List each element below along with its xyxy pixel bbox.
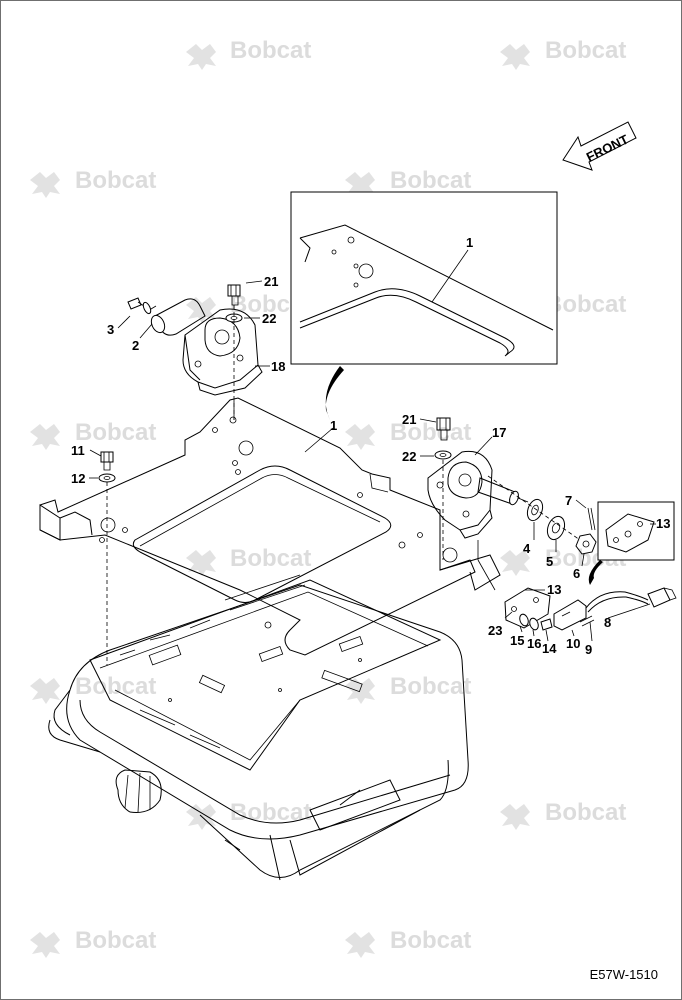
- callout-13-top: 13: [656, 516, 670, 531]
- callout-1-plate: 1: [330, 418, 337, 433]
- watermark-text: Bobcat: [545, 291, 626, 318]
- callout-6: 6: [573, 566, 580, 581]
- watermark-text: Bobcat: [230, 799, 311, 826]
- front-arrow: FRONT: [562, 121, 637, 171]
- callout-14: 14: [542, 641, 557, 656]
- callout-8: 8: [604, 615, 611, 630]
- callout-17: 17: [492, 425, 506, 440]
- left-bolt-stack: [98, 451, 116, 665]
- callout-21-right: 21: [402, 412, 416, 427]
- callout-11: 11: [71, 443, 85, 458]
- watermark-text: Bobcat: [390, 167, 471, 194]
- front-label: FRONT: [584, 132, 631, 165]
- watermark-text: Bobcat: [230, 545, 311, 572]
- watermark-text: Bobcat: [390, 673, 471, 700]
- watermark-text: Bobcat: [75, 167, 156, 194]
- callout-23: 23: [488, 623, 502, 638]
- callout-18: 18: [271, 359, 285, 374]
- watermark-text: Bobcat: [75, 419, 156, 446]
- watermark-text: Bobcat: [75, 927, 156, 954]
- watermark-text: Bobcat: [390, 419, 471, 446]
- callout-13-mid: 13: [547, 582, 561, 597]
- watermark-layer: Bobcat Bobcat Bobcat Bobcat Bobcat Bobca…: [30, 37, 626, 958]
- callout-21-left: 21: [264, 274, 278, 289]
- inset-detail: 1: [290, 191, 558, 365]
- inset-pointer-arrow: [325, 366, 344, 420]
- watermark-text: Bobcat: [390, 927, 471, 954]
- watermark-text: Bobcat: [545, 37, 626, 64]
- callout-10: 10: [566, 636, 580, 651]
- switch-assembly: [504, 501, 677, 631]
- callout-2: 2: [132, 338, 139, 353]
- callout-9: 9: [585, 642, 592, 657]
- right-pivot-bracket: [427, 417, 597, 591]
- callout-5: 5: [546, 554, 553, 569]
- reference-code: E57W-1510: [589, 967, 658, 982]
- callout-1-inset: 1: [466, 235, 473, 250]
- callout-7: 7: [565, 493, 572, 508]
- left-pivot-bracket: [127, 284, 263, 420]
- mounting-plate: 1: [39, 397, 501, 656]
- callout-22-right: 22: [402, 449, 416, 464]
- callouts-right: 21 22 17 7 4 5 6 13 13 8 23 15 16 14 10 …: [402, 412, 670, 657]
- callout-12: 12: [71, 471, 85, 486]
- callout-4: 4: [523, 541, 531, 556]
- seat-assembly: [48, 574, 469, 881]
- watermark-text: Bobcat: [75, 673, 156, 700]
- watermark-text: Bobcat: [230, 37, 311, 64]
- callouts-left: 3 2 21 22 18 11 12: [71, 274, 285, 486]
- callout-22-left: 22: [262, 311, 276, 326]
- callout-16: 16: [527, 636, 541, 651]
- callout-15: 15: [510, 633, 524, 648]
- watermark-text: Bobcat: [545, 799, 626, 826]
- callout-3: 3: [107, 322, 114, 337]
